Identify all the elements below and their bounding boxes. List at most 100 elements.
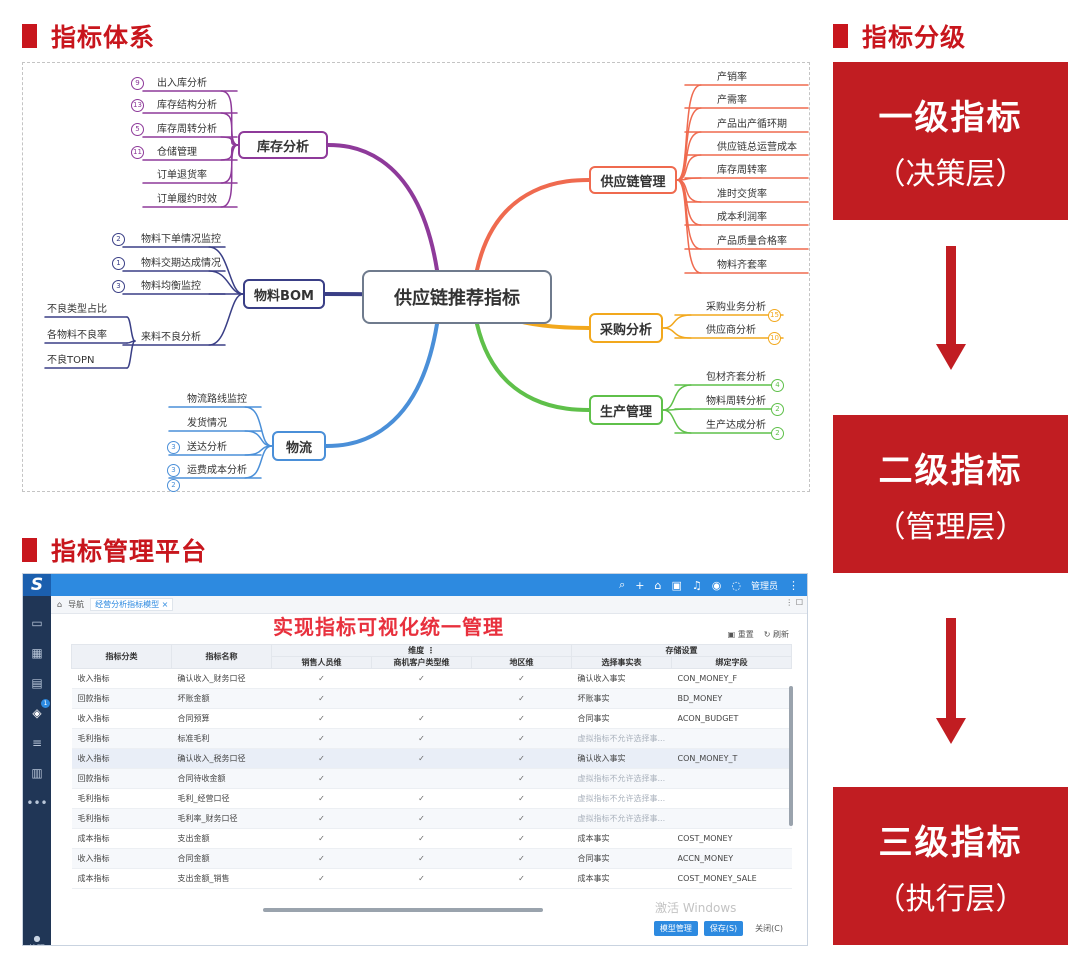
mind-map-leaf[interactable]: 库存结构分析	[157, 100, 217, 111]
more-vertical-icon[interactable]: ⋮ ☐	[785, 598, 803, 607]
user-name[interactable]: 管理员	[750, 581, 778, 592]
mind-map-leaf[interactable]: 准时交货率	[717, 189, 767, 200]
mind-map-branch-node[interactable]: 生产管理	[589, 395, 663, 425]
level-layer: （执行层）	[875, 881, 1026, 917]
theme-icon[interactable]: ◉	[711, 578, 722, 592]
table-cell-d1: ✓	[271, 708, 372, 729]
table-cell-d1: ✓	[271, 848, 372, 869]
bell-icon[interactable]: ♫	[691, 578, 702, 592]
mind-map-leaf[interactable]: 库存周转分析	[157, 124, 217, 135]
model-manage-button[interactable]: 模型管理	[653, 921, 698, 936]
mind-map-branch-node[interactable]: 物流	[272, 431, 326, 461]
count-badge: 5	[131, 123, 144, 136]
table-cell-field	[671, 768, 792, 789]
mind-map-leaf[interactable]: 产品质量合格率	[717, 236, 787, 247]
mind-map-leaf[interactable]: 物流路线监控	[187, 394, 247, 405]
mind-map-branch-node[interactable]: 库存分析	[238, 131, 328, 159]
mind-map-branch-node[interactable]: 物料BOM	[243, 279, 325, 309]
lock-icon[interactable]: ▣	[671, 578, 682, 592]
table-cell-d2: ✓	[371, 828, 472, 849]
app-logo[interactable]: S	[23, 574, 51, 596]
header-dimension: 维度 ⋮	[271, 644, 572, 657]
mind-map-leaf[interactable]: 产品出产循环期	[717, 119, 787, 130]
mind-map-leaf[interactable]: 仓储管理	[157, 147, 197, 158]
table-cell-cat: 回款指标	[71, 768, 172, 789]
mind-map-leaf[interactable]: 采购业务分析	[706, 302, 766, 313]
home-icon[interactable]: ⌂	[57, 600, 63, 609]
count-badge: 2	[112, 233, 125, 246]
vertical-scrollbar[interactable]	[789, 686, 793, 826]
mind-map-leaf[interactable]: 不良类型占比	[47, 304, 107, 315]
mind-map-leaf[interactable]: 供应链总运营成本	[717, 142, 797, 153]
breadcrumb-nav[interactable]: 导航	[68, 600, 85, 609]
mind-map-leaf[interactable]: 物料周转分析	[706, 396, 766, 407]
mind-map-leaf[interactable]: 来料不良分析	[141, 332, 201, 343]
mind-map-connector	[220, 144, 239, 161]
table-cell-name: 合同待收金额	[171, 768, 272, 789]
mind-map-leaf[interactable]: 物料均衡监控	[141, 281, 201, 292]
mind-map-leaf[interactable]: 发货情况	[187, 418, 227, 429]
chart-icon[interactable]: ▥	[31, 766, 43, 780]
mind-map-leaf[interactable]: 运费成本分析	[187, 465, 247, 476]
mind-map-leaf[interactable]: 出入库分析	[157, 78, 207, 89]
refresh-button[interactable]: ↻ 刷新	[763, 630, 789, 639]
mind-map-leaf[interactable]: 各物料不良率	[47, 330, 107, 341]
count-badge: 2	[167, 479, 180, 492]
message-icon[interactable]: ◌	[731, 578, 741, 592]
table-cell-d3: ✓	[471, 788, 572, 809]
cube-icon[interactable]: ◈	[32, 706, 42, 720]
table-row[interactable]: 毛利指标毛利_经营口径✓✓✓虚拟指标不允许选择事...	[71, 788, 792, 809]
horizontal-scrollbar[interactable]	[263, 908, 543, 912]
mind-map-leaf[interactable]: 订单履约时效	[157, 194, 217, 205]
mind-map-leaf[interactable]: 产需率	[717, 95, 747, 106]
grid-icon[interactable]: ▦	[31, 646, 43, 660]
table-row[interactable]: 毛利指标毛利率_财务口径✓✓✓虚拟指标不允许选择事...	[71, 808, 792, 829]
tab-model[interactable]: 经营分析指标模型 ×	[90, 598, 174, 611]
add-icon[interactable]: +	[635, 578, 645, 592]
table-cell-name: 坏账金额	[171, 688, 272, 709]
mind-map-leaf[interactable]: 物料交期达成情况	[141, 258, 221, 269]
mind-map-branch-node[interactable]: 采购分析	[589, 313, 663, 343]
reset-button[interactable]: ▣ 重置	[727, 630, 754, 639]
mind-map-leaf[interactable]: 包材齐套分析	[706, 372, 766, 383]
table-row[interactable]: 回款指标合同待收金额✓✓虚拟指标不允许选择事...	[71, 768, 792, 789]
table-cell-cat: 成本指标	[71, 868, 172, 889]
header-customer: 商机客户类型维	[371, 656, 472, 669]
database-icon[interactable]: ▤	[31, 676, 43, 690]
table-cell-d1: ✓	[271, 828, 372, 849]
mind-map-leaf[interactable]: 供应商分析	[706, 325, 756, 336]
mind-map-leaf[interactable]: 订单退货率	[157, 170, 207, 181]
home-icon[interactable]: ⌂	[654, 578, 662, 592]
mind-map-leaf[interactable]: 物料下单情况监控	[141, 234, 221, 245]
table-cell-cat: 收入指标	[71, 748, 172, 769]
search-icon[interactable]: ⌕	[619, 578, 626, 591]
mind-map-branch-node[interactable]: 供应链管理	[589, 166, 677, 194]
more-icon[interactable]: •••	[26, 796, 48, 810]
layers-icon[interactable]: ≡	[31, 736, 43, 750]
table-cell-d1: ✓	[271, 868, 372, 889]
table-cell-name: 毛利_经营口径	[171, 788, 272, 809]
mind-map-leaf[interactable]: 不良TOPN	[47, 355, 95, 366]
mind-map-leaf[interactable]: 产销率	[717, 72, 747, 83]
more-vertical-icon[interactable]: ⋮	[788, 578, 799, 592]
user-avatar[interactable]: ●管理	[29, 934, 45, 945]
mind-map-leaf[interactable]: 生产达成分析	[706, 420, 766, 431]
mind-map-leaf[interactable]: 物料齐套率	[717, 260, 767, 271]
mind-map-center-node[interactable]: 供应链推荐指标	[362, 270, 552, 324]
mind-map-leaf[interactable]: 库存周转率	[717, 165, 767, 176]
close-button[interactable]: 关闭(C)	[755, 924, 783, 933]
mind-map-connector	[126, 340, 136, 369]
save-button[interactable]: 保存(S)	[703, 921, 744, 936]
monitor-icon[interactable]: ▭	[31, 616, 43, 630]
mind-map-leaf[interactable]: 成本利润率	[717, 212, 767, 223]
table-row[interactable]: 毛利指标标准毛利✓✓✓虚拟指标不允许选择事...	[71, 728, 792, 749]
arrow-down-icon	[936, 246, 966, 370]
mind-map-leaf[interactable]: 送达分析	[187, 442, 227, 453]
